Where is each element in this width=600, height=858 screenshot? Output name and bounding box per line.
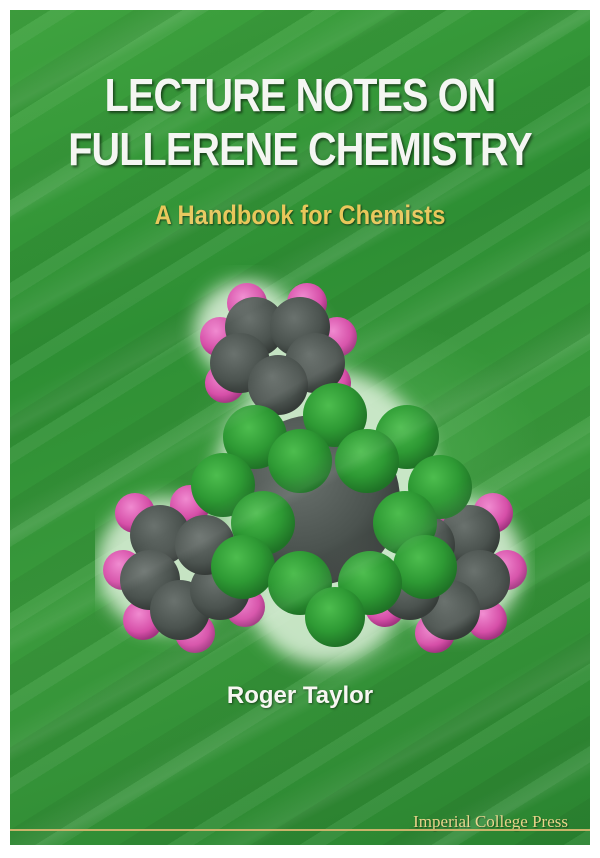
title-line-2: FULLERENE CHEMISTRY <box>68 123 532 175</box>
space-filling-molecule-icon <box>97 280 527 665</box>
aromatic-ring-left <box>103 485 265 653</box>
book-cover: LECTURE NOTES ON FULLERENE CHEMISTRY A H… <box>10 10 590 845</box>
publisher-name: Imperial College Press <box>413 812 568 831</box>
title-line-1: LECTURE NOTES ON <box>104 69 497 121</box>
aromatic-ring-top <box>200 283 357 415</box>
publisher-divider <box>10 829 590 831</box>
subtitle: A Handbook for Chemists <box>154 200 446 230</box>
fullerene-core <box>191 383 472 647</box>
author-name: Roger Taylor <box>226 682 374 709</box>
